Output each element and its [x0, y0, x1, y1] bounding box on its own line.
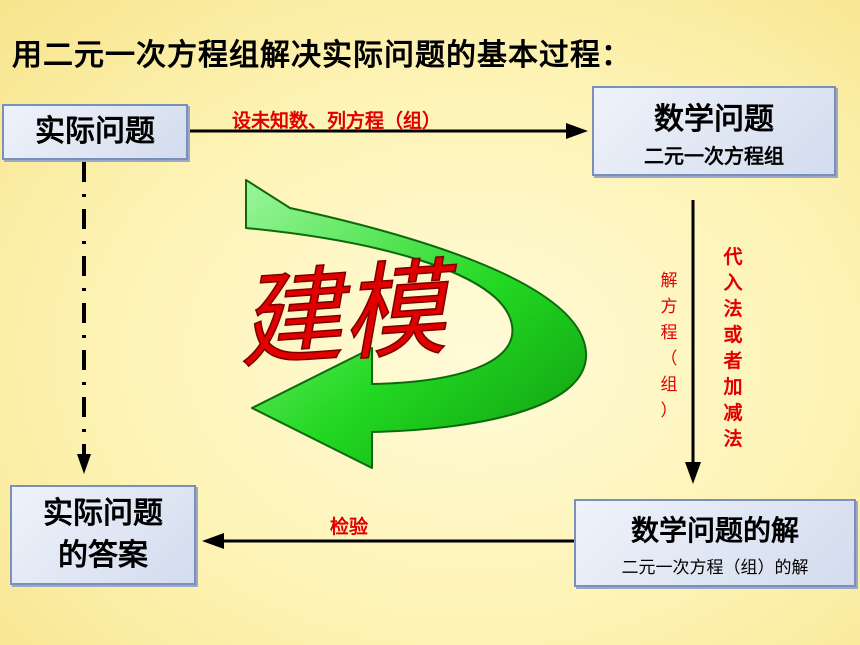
method-char: 者: [723, 350, 743, 372]
solve-char: 方: [660, 297, 678, 317]
math-problem-label: 数学问题: [654, 102, 774, 137]
solve-char: 组: [660, 375, 678, 395]
real-answer-line1: 实际问题: [43, 496, 163, 531]
method-char: 加: [723, 376, 743, 398]
real-answer-box: 实际问题 的答案: [10, 485, 196, 585]
method-char: 或: [723, 324, 743, 346]
method-char: 法: [723, 428, 743, 450]
math-solution-sublabel: 二元一次方程（组）的解: [621, 558, 809, 578]
set-up-label: 设未知数、列方程（组）: [232, 110, 442, 132]
page-title: 用二元一次方程组解决实际问题的基本过程：: [12, 38, 632, 73]
real-problem-box: 实际问题: [2, 104, 188, 160]
solve-char: 程: [660, 323, 678, 343]
solve-char: 解: [660, 271, 678, 291]
solve-char: （: [660, 349, 678, 369]
modeling-curve-arrow: [245, 179, 588, 469]
math-solution-label: 数学问题的解: [630, 514, 799, 547]
method-char: 代: [723, 246, 743, 268]
method-char: 法: [723, 298, 743, 320]
math-solution-box: 数学问题的解 二元一次方程（组）的解: [574, 499, 856, 587]
solve-char: ）: [660, 401, 678, 421]
arrow-solve-head: [685, 462, 701, 484]
solve-vertical-label: 解 方 程 （ 组 ）: [658, 268, 680, 424]
method-char: 减: [723, 402, 743, 424]
real-problem-label: 实际问题: [35, 114, 155, 149]
check-label: 检验: [330, 516, 369, 538]
modeling-text: 建模: [234, 246, 464, 383]
real-answer-line2: 的答案: [58, 538, 148, 573]
method-char: 入: [723, 272, 743, 294]
math-problem-sublabel: 二元一次方程组: [644, 144, 784, 168]
arrow-direct-head: [77, 454, 91, 474]
arrow-set-up-head: [566, 123, 588, 139]
arrow-check-head: [202, 533, 224, 549]
method-vertical-label: 代 入 法 或 者 加 减 法: [722, 244, 744, 452]
math-problem-box: 数学问题 二元一次方程组: [592, 86, 836, 176]
